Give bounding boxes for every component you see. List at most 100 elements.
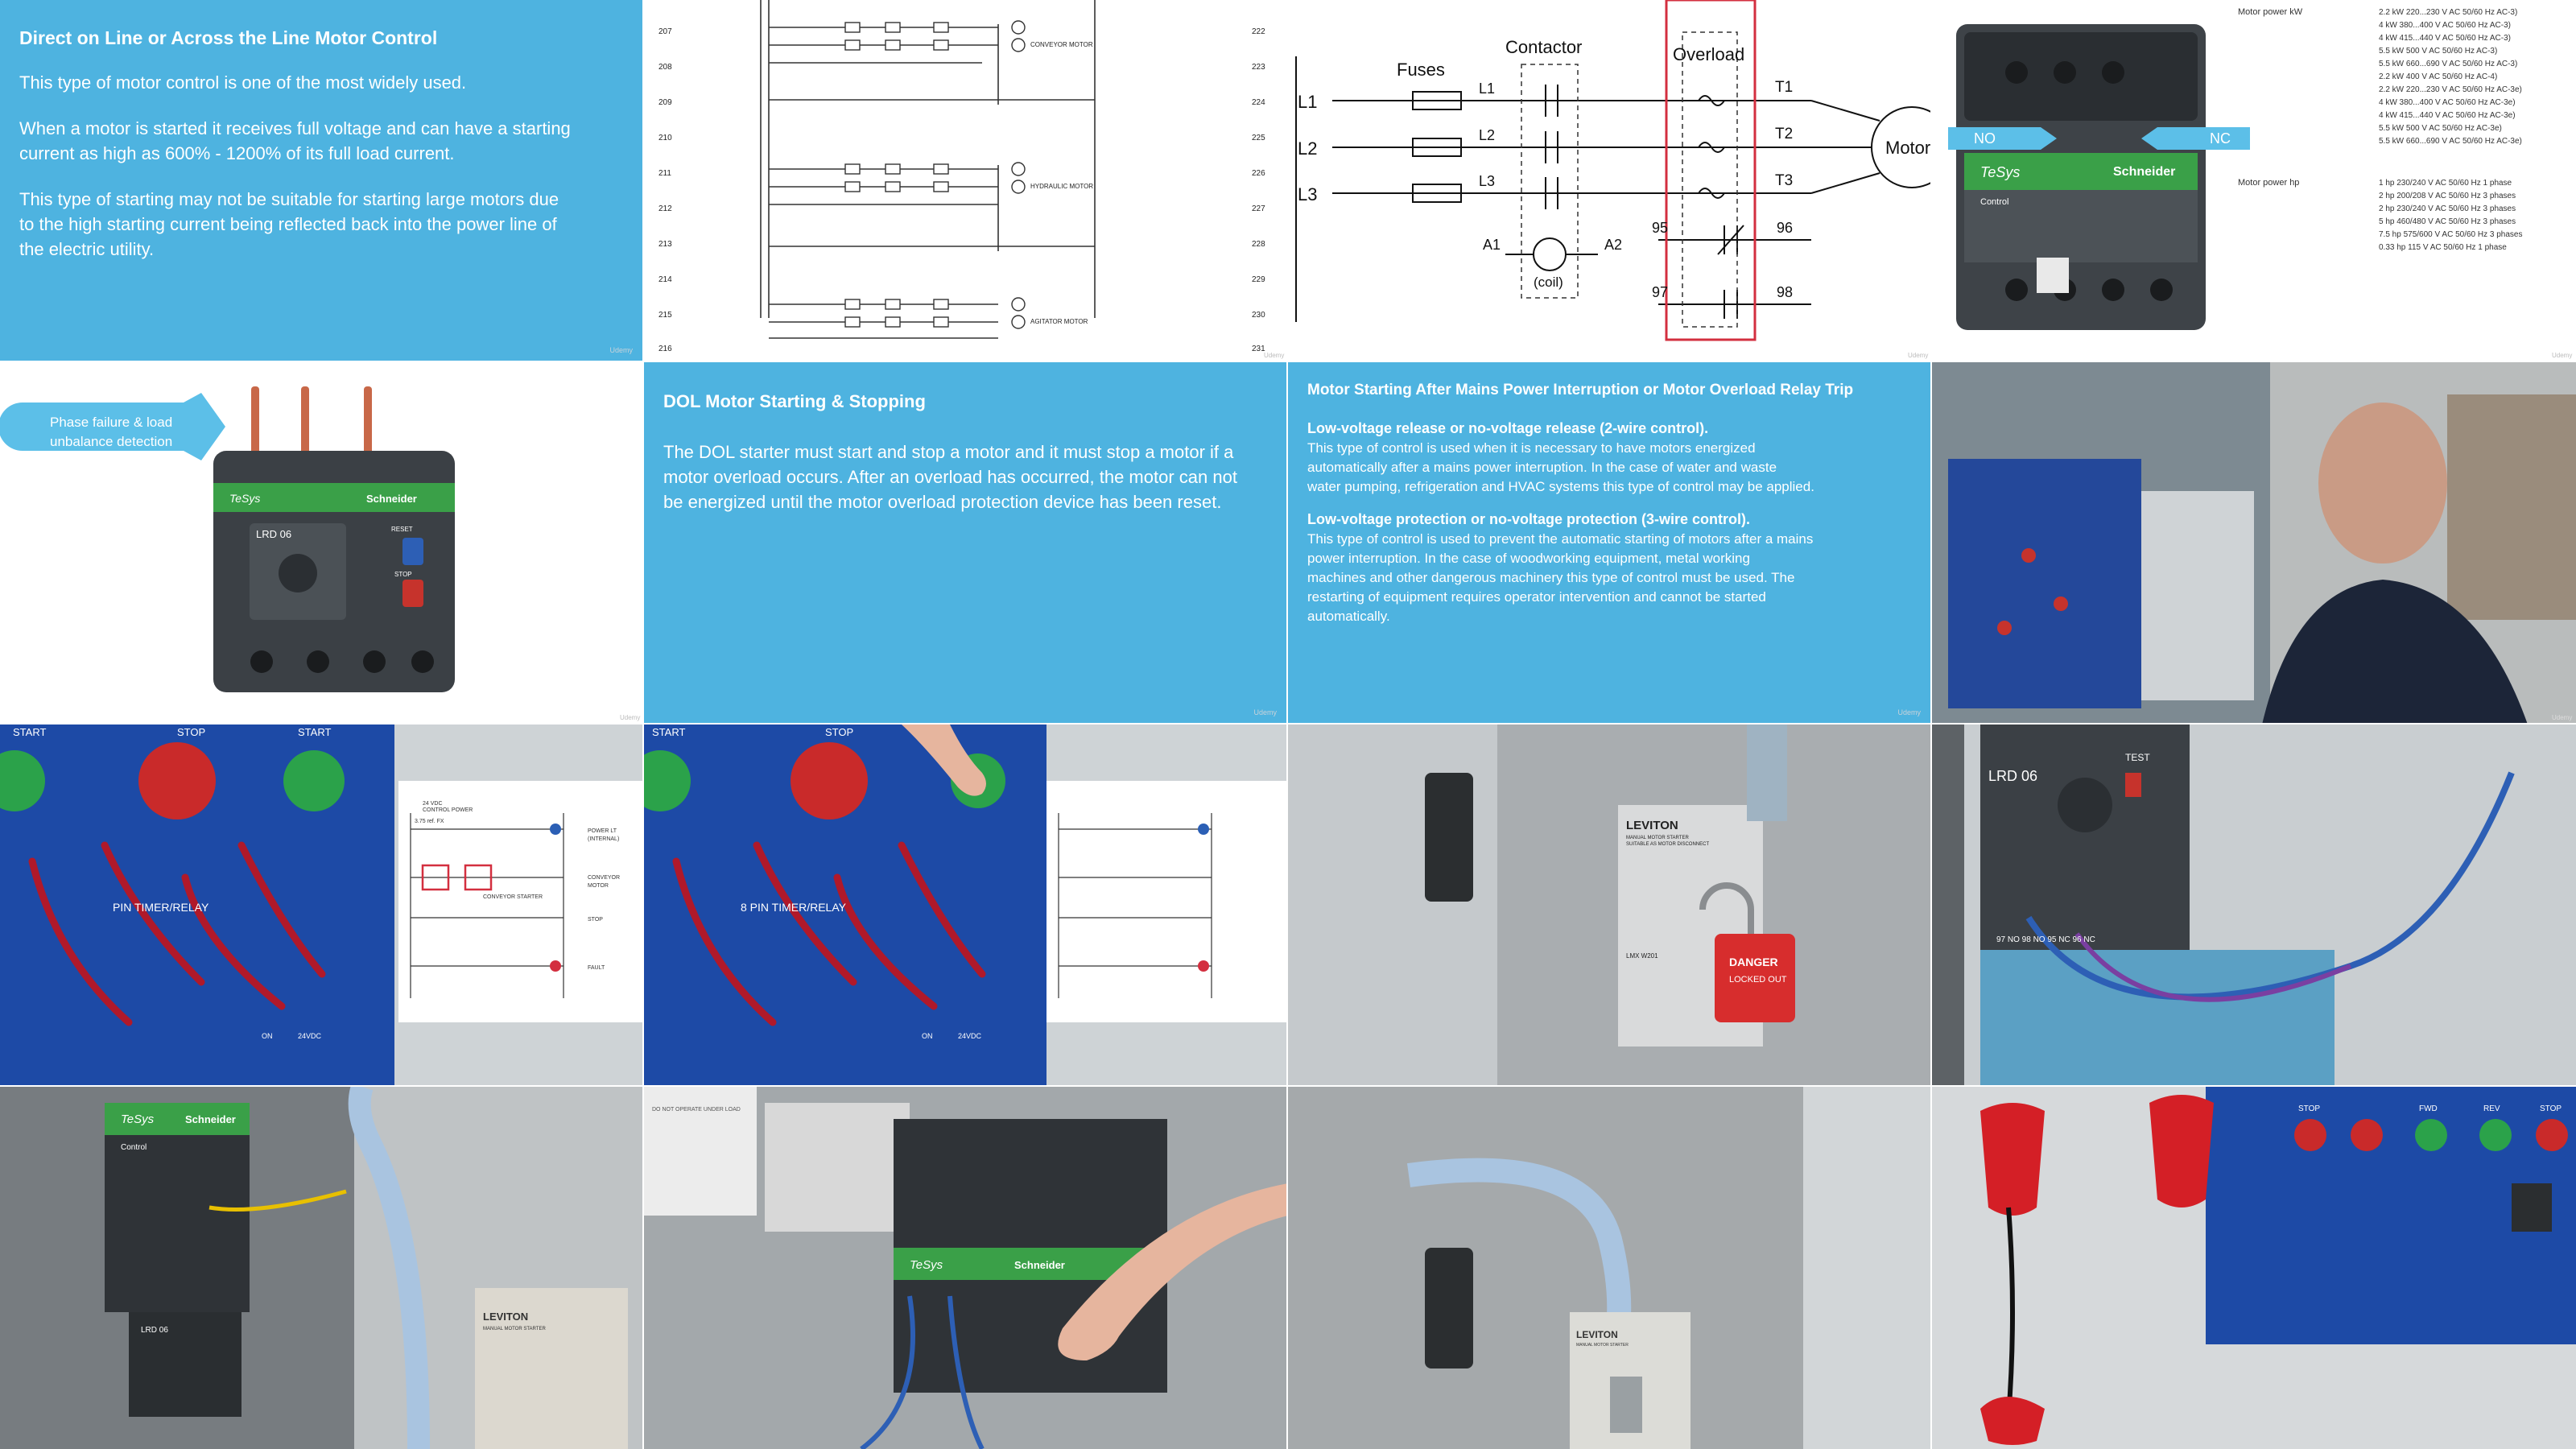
ladder-label: HYDRAULIC MOTOR (1030, 183, 1093, 190)
slide-paragraph: This type of motor control is one of the… (19, 72, 467, 93)
kw-row: 4 kW 380...400 V AC 50/60 Hz AC-3) (2379, 21, 2511, 30)
rung-ref: 226 (1252, 169, 1265, 178)
trainer-panel-b: START STOP 8 PIN TIMER/RELAY ON 24VDC (644, 724, 1286, 1085)
kw-row: 4 kW 380...400 V AC 50/60 Hz AC-3e) (2379, 98, 2516, 107)
slide-start-stop[interactable]: DOL Motor Starting & Stopping The DOL st… (644, 362, 1288, 724)
section-text: automatically after a mains power interr… (1307, 460, 1777, 475)
tesys-logo: TeSys (910, 1258, 943, 1272)
section-text: This type of control is used when it is … (1307, 440, 1756, 456)
watermark: Udemy (1897, 708, 1921, 716)
section-text: machines and other dangerous machinery t… (1307, 570, 1795, 585)
label-start: START (652, 726, 685, 738)
leviton-brand: LEVITON (483, 1311, 528, 1323)
float-switch: STOP FWD REV STOP (1932, 1087, 2576, 1449)
label-no: NO (1974, 130, 1996, 147)
panel-wiring-a: TeSys Schneider Control LRD 06 LEVITON M… (0, 1087, 642, 1449)
test-label: TEST (2125, 752, 2150, 763)
label-l1: L1 (1479, 80, 1495, 97)
on-label: ON (922, 1032, 933, 1040)
rung-ref: 227 (1252, 204, 1265, 213)
rung-number: 210 (658, 134, 672, 142)
callout-text: Phase failure & load (50, 415, 172, 430)
slide-paragraph: When a motor is started it receives full… (19, 118, 571, 138)
watermark: Udemy (2552, 714, 2572, 721)
label-contactor: Contactor (1505, 37, 1582, 57)
section-heading: Low-voltage release or no-voltage releas… (1307, 420, 1709, 436)
warning-label: DO NOT OPERATE UNDER LOAD (652, 1107, 741, 1113)
hp-row: 2 hp 230/240 V AC 50/60 Hz 3 phases (2379, 204, 2516, 213)
mini-ladder-overlay (1046, 781, 1286, 1022)
tesys-logo: TeSys (121, 1113, 155, 1126)
rung-number: 215 (658, 311, 672, 320)
watermark: Udemy (609, 346, 633, 354)
lrd-closeup-tile[interactable]: LRD 06 TEST 97 NO 98 NO 95 NC 96 NC (1932, 724, 2576, 1087)
slide-dol-intro[interactable]: Direct on Line or Across the Line Motor … (0, 0, 644, 362)
on-label: ON (262, 1032, 273, 1040)
label-t1: T1 (1775, 79, 1793, 96)
overload-highlight (1665, 0, 1757, 341)
section-text: restarting of equipment requires operato… (1307, 589, 1766, 605)
rung-number: 214 (658, 275, 672, 284)
instructor-shirt (2262, 580, 2528, 723)
ladder-diagram-tile[interactable]: 207 208 209 210 211 212 213 214 215 216 … (644, 0, 1288, 362)
leviton-line2: SUITABLE AS MOTOR DISCONNECT (1626, 842, 1709, 847)
float-switch-tile[interactable]: STOP FWD REV STOP (1932, 1087, 2576, 1449)
mini-power: CONTROL POWER (423, 807, 473, 813)
leviton-sub: MANUAL MOTOR STARTER (1576, 1343, 1629, 1348)
instructor-video-tile[interactable]: Udemy (1932, 362, 2576, 724)
hp-row: 1 hp 230/240 V AC 50/60 Hz 1 phase (2379, 179, 2512, 188)
tesys-logo: TeSys (1980, 164, 2020, 180)
finger (902, 724, 986, 796)
section-text: automatically. (1307, 609, 1390, 624)
label-95: 95 (1652, 220, 1668, 236)
slide-restart[interactable]: Motor Starting After Mains Power Interru… (1288, 362, 1932, 724)
start-button (0, 750, 45, 811)
label-stop: STOP (825, 726, 853, 738)
panel-wiring-tile-a[interactable]: TeSys Schneider Control LRD 06 LEVITON M… (0, 1087, 644, 1449)
kw-row: 4 kW 415...440 V AC 50/60 Hz AC-3e) (2379, 111, 2516, 120)
leviton-brand: LEVITON (1626, 819, 1678, 832)
ladder-label: CONVEYOR MOTOR (1030, 41, 1093, 48)
danger-label: DANGER (1729, 956, 1778, 968)
label-stop: STOP (2298, 1104, 2320, 1113)
danger-lock (1715, 934, 1795, 1022)
mini-stop: STOP (588, 917, 603, 923)
leviton-conduit-tile[interactable]: LEVITON MANUAL MOTOR STARTER (1288, 1087, 1932, 1449)
contactor-product-tile[interactable]: NO NC TeSys Schneider Control Motor powe… (1932, 0, 2576, 362)
label-l2: L2 (1298, 138, 1317, 159)
label-l2: L2 (1479, 127, 1495, 143)
power-circuit-diagram: Fuses Contactor Overload L1 L2 L3 L1 L2 … (1295, 0, 1930, 359)
timer-label: PIN TIMER/RELAY (113, 901, 209, 914)
lrd-model: LRD 06 (256, 528, 291, 540)
trainer-panel-tile-a[interactable]: 24 VDC CONTROL POWER 3.75 ref. FX POWER … (0, 724, 644, 1087)
slide-paragraph: the electric utility. (19, 239, 155, 259)
mini-ladder-overlay (398, 781, 642, 1022)
rung-number: 216 (658, 345, 672, 353)
label-t3: T3 (1775, 172, 1793, 189)
timer-label: 8 PIN TIMER/RELAY (741, 901, 847, 914)
slide-paragraph: This type of starting may not be suitabl… (19, 189, 559, 209)
label-l1: L1 (1298, 92, 1317, 112)
callout-arrow (0, 393, 225, 460)
kw-row: 5.5 kW 660...690 V AC 50/60 Hz AC-3e) (2379, 137, 2522, 146)
instructor-frame: Udemy (1932, 362, 2576, 723)
float-switch-1 (1980, 1103, 2045, 1216)
label-97: 97 (1652, 284, 1668, 300)
control-label: Control (1980, 197, 2008, 207)
mini-supply: 24 VDC (423, 801, 443, 807)
panel-wiring-b: DO NOT OPERATE UNDER LOAD TeSys Schneide… (644, 1087, 1286, 1449)
power-circuit-tile[interactable]: Fuses Contactor Overload L1 L2 L3 L1 L2 … (1288, 0, 1932, 362)
rung-number: 209 (658, 98, 672, 107)
mini-internal: (INTERNAL) (588, 836, 619, 842)
slide-paragraph: motor overload occurs. After an overload… (663, 467, 1237, 487)
panel-wiring-tile-b[interactable]: DO NOT OPERATE UNDER LOAD TeSys Schneide… (644, 1087, 1288, 1449)
rung-ref: 231 (1252, 345, 1265, 353)
tesys-logo: TeSys (229, 492, 260, 505)
leviton-lockout-tile[interactable]: LEVITON MANUAL MOTOR STARTER SUITABLE AS… (1288, 724, 1932, 1087)
mini-motor: MOTOR (588, 883, 609, 889)
trainer-panel-tile-b[interactable]: START STOP 8 PIN TIMER/RELAY ON 24VDC (644, 724, 1288, 1087)
label-stop: STOP (177, 726, 205, 738)
rung-number: 211 (658, 169, 671, 178)
overload-relay-tile[interactable]: Phase failure & load unbalance detection… (0, 362, 644, 724)
